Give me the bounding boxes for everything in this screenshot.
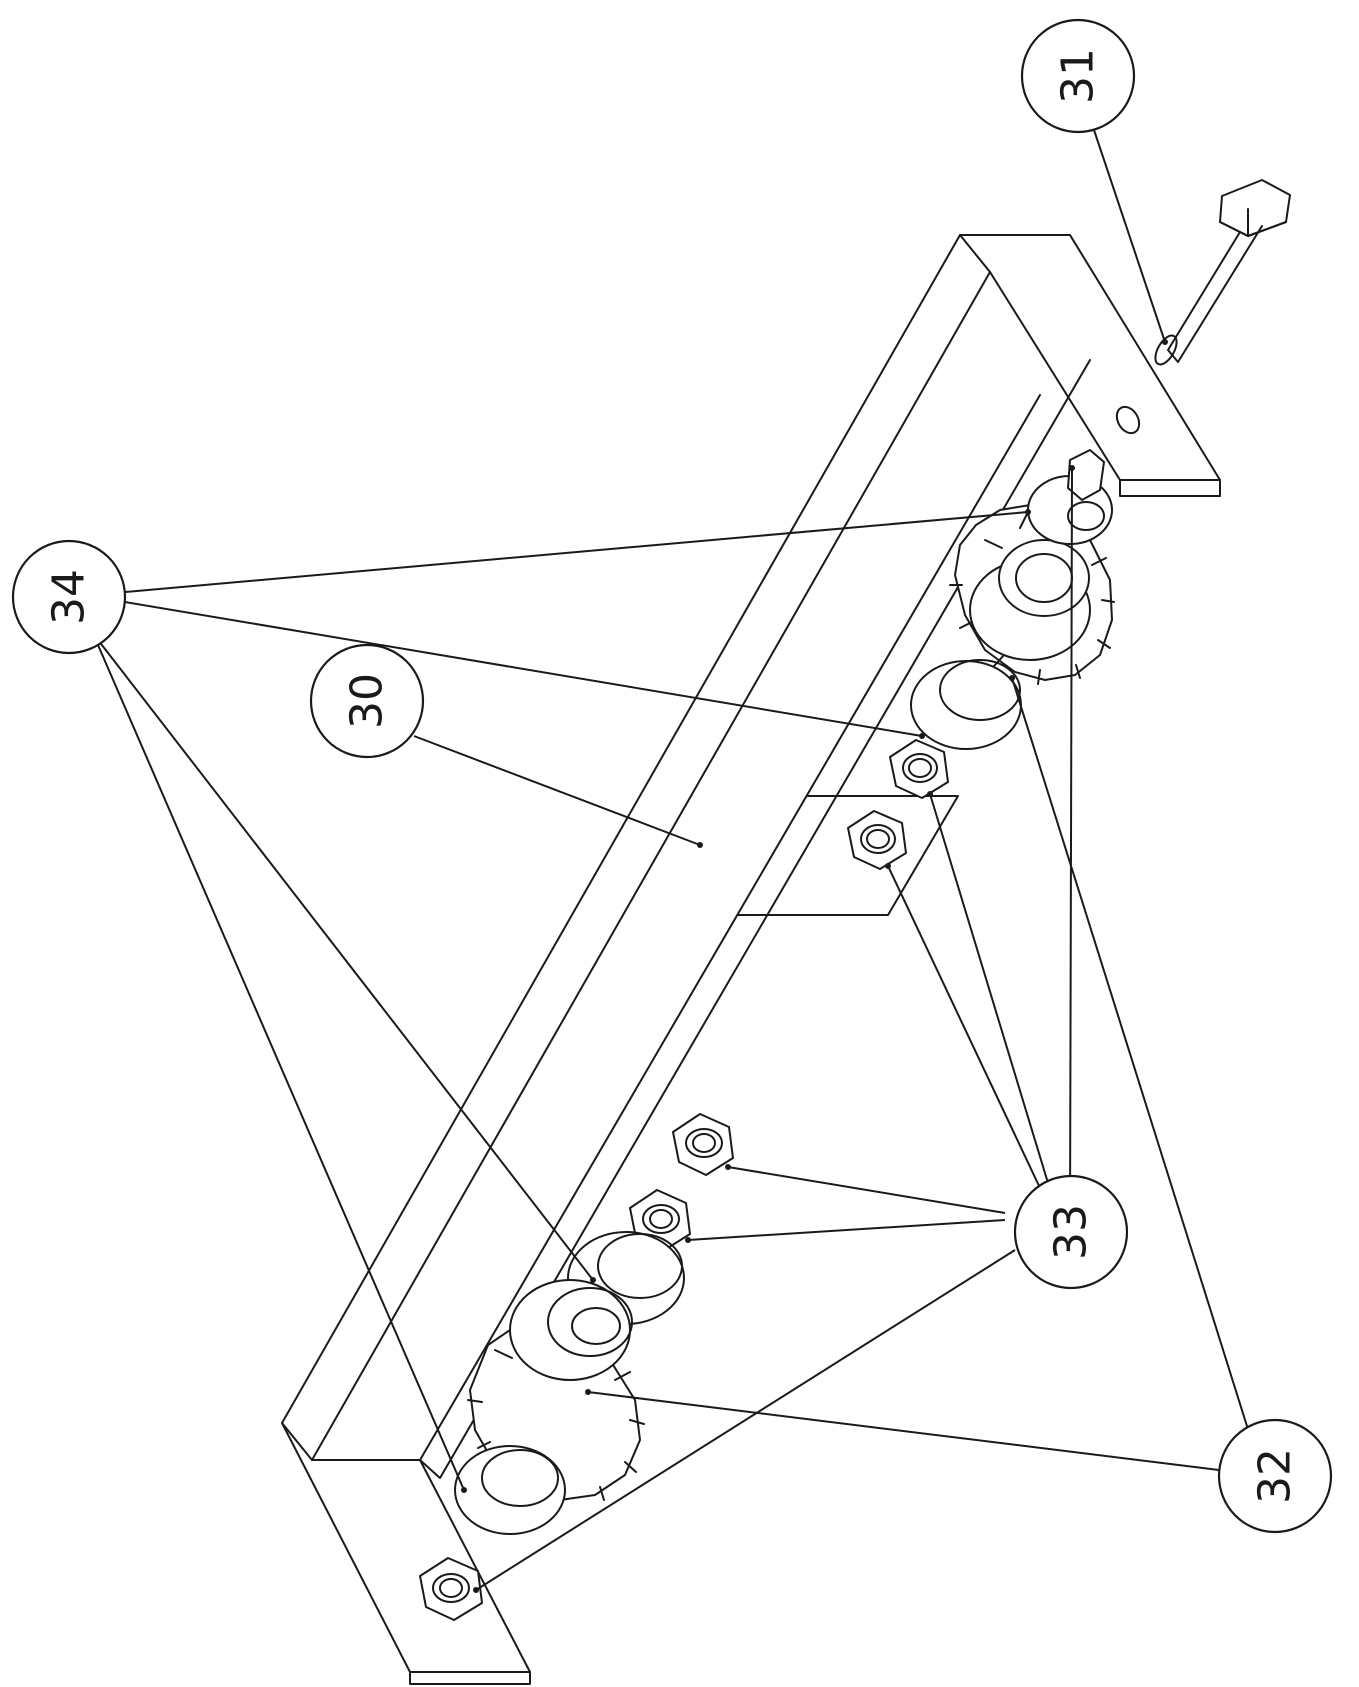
callout-30-label: 30 [342,673,393,729]
callout-31-label: 31 [1053,48,1104,104]
leader-dots [461,339,1168,1593]
frame-bar [281,234,1221,1685]
callout-31: 31 [1020,18,1136,134]
bottom-spacer [454,1445,566,1535]
callout-33-label: 33 [1046,1204,1097,1260]
upper-nut-1 [889,739,949,799]
bolt [1154,179,1291,366]
upper-sprocket-assembly [949,449,1115,685]
upper-nut-2 [847,810,907,870]
upper-spacer [910,660,1022,750]
callout-33: 33 [1013,1174,1129,1290]
lower-nut-1 [672,1113,734,1176]
callout-32-label: 32 [1250,1448,1301,1504]
leader-lines [97,129,1258,1591]
bottom-nut [419,1557,483,1621]
callout-32: 32 [1217,1418,1333,1534]
callout-30: 30 [309,643,425,759]
callout-34-label: 34 [44,569,95,625]
callout-34: 34 [11,539,127,655]
